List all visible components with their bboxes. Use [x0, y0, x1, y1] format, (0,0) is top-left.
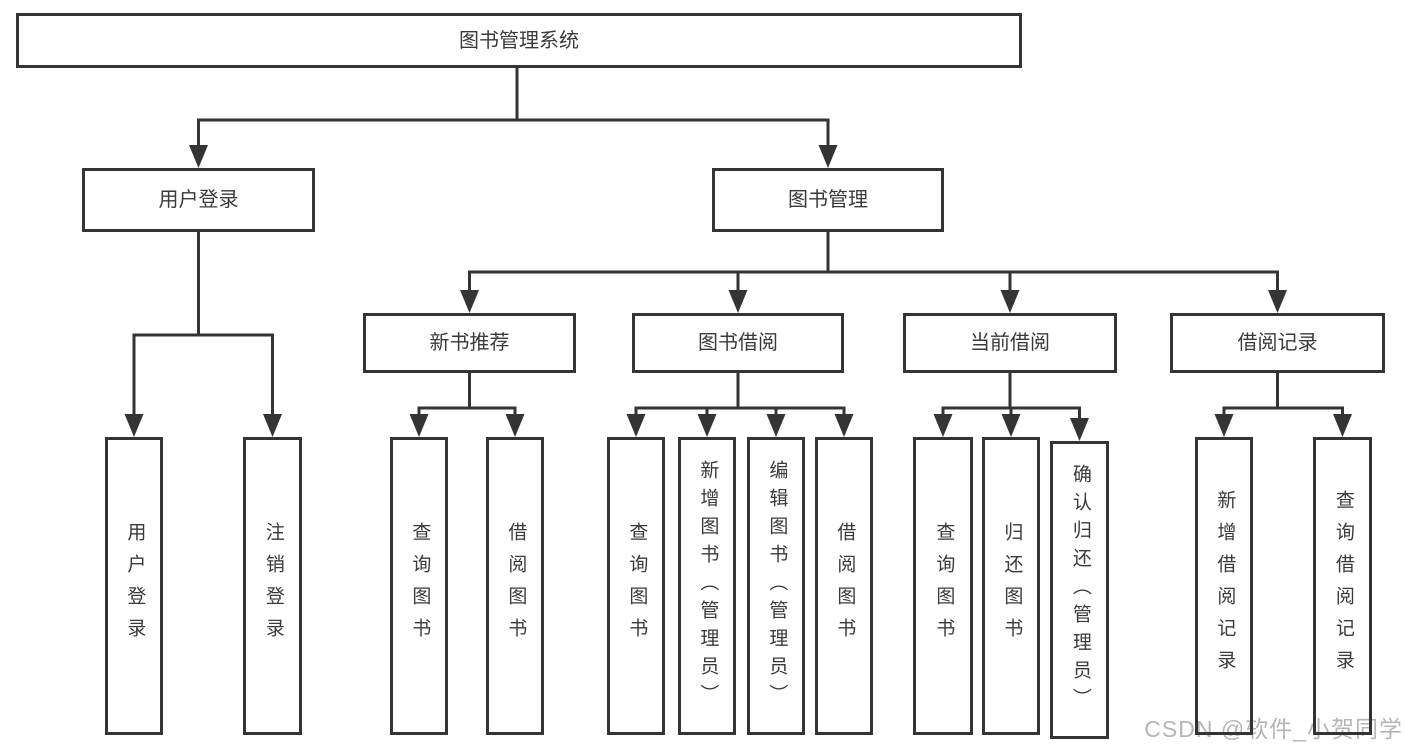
leaf-query-book-2: 查询图书 — [607, 437, 665, 735]
arrow-head — [1268, 290, 1287, 313]
leaf-add-borrow-record-label: 新增借阅记录 — [1214, 490, 1236, 682]
node-book-management-label: 图书管理 — [788, 189, 868, 211]
leaf-user-login-label: 用户登录 — [124, 522, 146, 650]
arrow-head — [626, 414, 646, 437]
arrow-head — [1214, 414, 1234, 437]
node-user-login-label: 用户登录 — [158, 189, 239, 211]
arrow-head — [818, 145, 838, 168]
leaf-borrow-book-2-label: 借阅图书 — [834, 522, 856, 650]
node-new-book-recommendation-label: 新书推荐 — [429, 332, 510, 354]
leaf-add-book-admin-label: 新增图书（管理员） — [697, 460, 719, 712]
leaf-add-book-admin: 新增图书（管理员） — [678, 437, 736, 735]
arrow-head — [409, 414, 429, 437]
leaf-query-book-2-label: 查询图书 — [626, 522, 648, 650]
arrow-head — [834, 414, 854, 437]
leaf-query-borrow-record-label: 查询借阅记录 — [1332, 490, 1354, 682]
arrow-head — [124, 414, 144, 437]
leaf-borrow-book-1-label: 借阅图书 — [505, 522, 527, 650]
node-user-login: 用户登录 — [82, 168, 315, 232]
arrow-head — [1000, 290, 1020, 313]
leaf-add-borrow-record: 新增借阅记录 — [1195, 437, 1253, 735]
arrow-head — [460, 290, 479, 313]
node-book-borrowing-label: 图书借阅 — [698, 332, 778, 354]
leaf-confirm-return-admin-label: 确认归还（管理员） — [1069, 464, 1091, 716]
arrow-head — [263, 414, 282, 437]
leaf-user-login: 用户登录 — [105, 437, 163, 735]
leaf-query-book-3-label: 查询图书 — [933, 522, 955, 650]
leaf-confirm-return-admin: 确认归还（管理员） — [1050, 441, 1109, 739]
leaf-logout: 注销登录 — [243, 437, 302, 735]
node-borrowing-records-label: 借阅记录 — [1237, 332, 1318, 354]
arrow-head — [728, 290, 748, 313]
leaf-query-borrow-record: 查询借阅记录 — [1313, 437, 1372, 735]
arrow-head — [1001, 414, 1021, 437]
leaf-query-book-3: 查询图书 — [913, 437, 973, 735]
leaf-logout-label: 注销登录 — [262, 522, 284, 650]
leaf-borrow-book-1: 借阅图书 — [486, 437, 544, 735]
leaf-return-book-label: 归还图书 — [1001, 522, 1023, 650]
arrow-head — [1333, 414, 1352, 437]
arrow-head — [189, 145, 208, 168]
node-current-borrowing-label: 当前借阅 — [970, 332, 1050, 354]
leaf-edit-book-admin: 编辑图书（管理员） — [747, 437, 805, 735]
node-book-management: 图书管理 — [712, 168, 944, 232]
node-root: 图书管理系统 — [16, 13, 1022, 68]
arrow-head — [505, 414, 525, 437]
leaf-borrow-book-2: 借阅图书 — [815, 437, 873, 735]
leaf-edit-book-admin-label: 编辑图书（管理员） — [766, 460, 788, 712]
node-book-borrowing: 图书借阅 — [632, 313, 844, 373]
leaf-query-book-1-label: 查询图书 — [409, 522, 431, 650]
node-root-label: 图书管理系统 — [459, 29, 579, 52]
arrow-head — [697, 414, 717, 437]
watermark: CSDN @软件_小贺同学 — [1144, 716, 1403, 742]
arrow-head — [766, 414, 786, 437]
node-borrowing-records: 借阅记录 — [1170, 313, 1385, 373]
leaf-return-book: 归还图书 — [982, 437, 1040, 735]
arrow-head — [933, 414, 953, 437]
node-current-borrowing: 当前借阅 — [903, 313, 1117, 373]
arrow-head — [1070, 418, 1089, 441]
node-new-book-recommendation: 新书推荐 — [363, 313, 576, 373]
leaf-query-book-1: 查询图书 — [390, 437, 448, 735]
